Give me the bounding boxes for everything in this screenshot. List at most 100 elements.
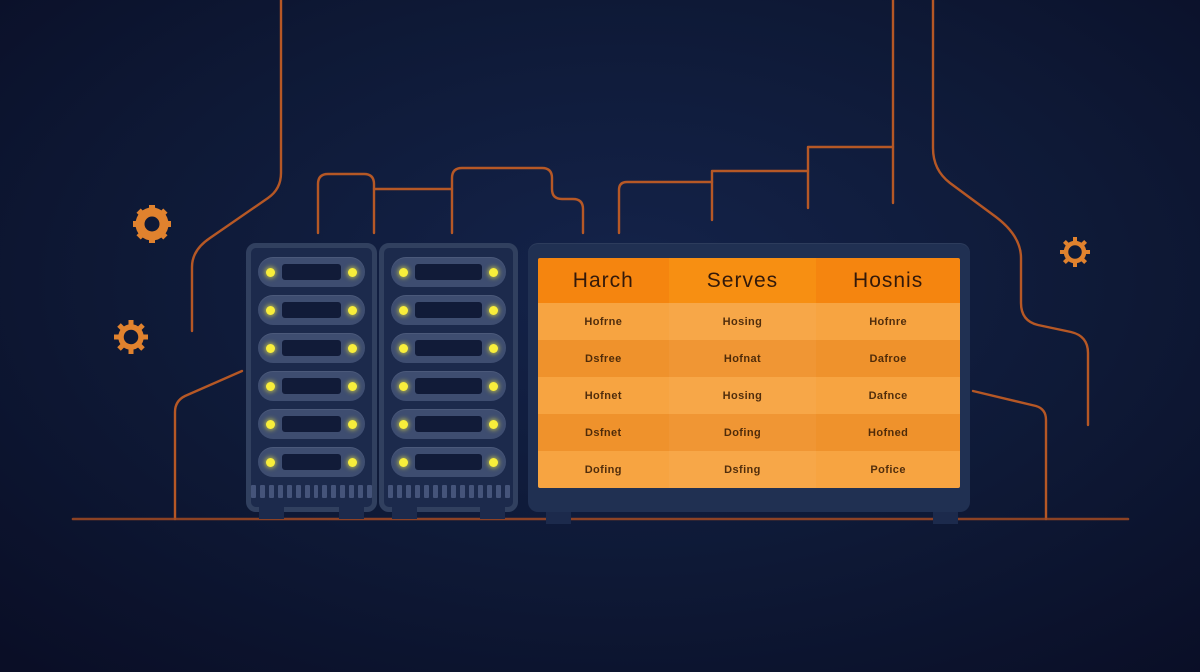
circuit-trace xyxy=(450,166,585,235)
vent-slat xyxy=(468,485,474,498)
drive-slot xyxy=(415,378,482,394)
vent-slat xyxy=(495,485,501,498)
vent-slat xyxy=(387,485,393,498)
vent-slat xyxy=(367,485,372,498)
table-cell: Hosing xyxy=(669,377,817,414)
drive-slot xyxy=(415,454,482,470)
vent-slat xyxy=(504,485,510,498)
table-cell: Dafnce xyxy=(868,389,908,402)
table-cell: Dsfnet xyxy=(585,426,622,439)
circuit-trace xyxy=(806,145,895,210)
circuit-trace xyxy=(971,389,1048,521)
vent-slat xyxy=(277,485,283,498)
led-indicator xyxy=(399,343,408,353)
table-cell: Hofned xyxy=(867,426,909,439)
led-indicator xyxy=(489,343,498,353)
server-unit xyxy=(258,409,365,439)
vent-slat xyxy=(295,485,301,498)
led-indicator xyxy=(348,305,357,315)
vent-grill xyxy=(251,485,372,498)
led-indicator xyxy=(348,457,357,467)
panel-foot xyxy=(546,512,571,524)
table-cell: Hofnre xyxy=(869,315,908,328)
vent-slat xyxy=(414,485,420,498)
rack-foot xyxy=(392,507,417,519)
vent-grill xyxy=(384,485,513,498)
drive-slot xyxy=(282,302,341,318)
table-cell: Pofice xyxy=(870,463,906,476)
table-cell: Dofing xyxy=(584,463,622,476)
vent-slat xyxy=(259,485,265,498)
vent-slat xyxy=(405,485,411,498)
column-header: Harch xyxy=(572,268,634,292)
circuit-trace xyxy=(710,169,810,222)
vent-slat xyxy=(349,485,355,498)
circuit-trace xyxy=(617,180,714,235)
led-indicator xyxy=(489,419,498,429)
server-unit xyxy=(391,257,506,287)
rack-units xyxy=(384,257,513,477)
rack-foot xyxy=(480,507,505,519)
gear-icon xyxy=(133,205,171,243)
vent-slat xyxy=(358,485,364,498)
led-indicator xyxy=(266,305,275,315)
drive-slot xyxy=(415,264,482,280)
drive-slot xyxy=(415,416,482,432)
vent-slat xyxy=(441,485,447,498)
drive-slot xyxy=(282,416,341,432)
led-indicator xyxy=(348,267,357,277)
server-unit xyxy=(391,371,506,401)
led-indicator xyxy=(266,419,275,429)
led-indicator xyxy=(348,381,357,391)
server-unit xyxy=(258,371,365,401)
drive-slot xyxy=(415,340,482,356)
led-indicator xyxy=(489,381,498,391)
circuit-trace xyxy=(931,0,1090,427)
table-cell: Dsfing xyxy=(669,451,817,488)
led-indicator xyxy=(399,457,408,467)
table-cell: Hofnat xyxy=(669,340,817,377)
server-unit xyxy=(258,333,365,363)
rack-foot xyxy=(259,507,284,519)
vent-slat xyxy=(340,485,346,498)
server-unit xyxy=(258,257,365,287)
vent-slat xyxy=(286,485,292,498)
led-indicator xyxy=(266,343,275,353)
vent-slat xyxy=(331,485,337,498)
server-unit xyxy=(258,447,365,477)
server-unit xyxy=(391,447,506,477)
column-header: Serves xyxy=(668,258,817,303)
vent-slat xyxy=(251,485,256,498)
table-cell: Dofing xyxy=(669,414,817,451)
vent-slat xyxy=(477,485,483,498)
server-unit xyxy=(391,295,506,325)
rack-foot xyxy=(339,507,364,519)
server-unit xyxy=(391,409,506,439)
led-indicator xyxy=(399,419,408,429)
server-unit xyxy=(391,333,506,363)
gear-icon xyxy=(114,320,148,354)
drive-slot xyxy=(282,378,341,394)
led-indicator xyxy=(266,381,275,391)
led-indicator xyxy=(348,343,357,353)
table-cell: Hosing xyxy=(669,303,817,340)
led-indicator xyxy=(489,305,498,315)
led-indicator xyxy=(489,457,498,467)
led-indicator xyxy=(489,267,498,277)
vent-slat xyxy=(450,485,456,498)
led-indicator xyxy=(266,267,275,277)
vent-slat xyxy=(304,485,310,498)
led-indicator xyxy=(399,305,408,315)
circuit-trace xyxy=(173,369,244,521)
panel-foot xyxy=(933,512,958,524)
circuit-trace xyxy=(316,172,376,235)
vent-slat xyxy=(432,485,438,498)
table-cell: Dafroe xyxy=(869,352,907,365)
